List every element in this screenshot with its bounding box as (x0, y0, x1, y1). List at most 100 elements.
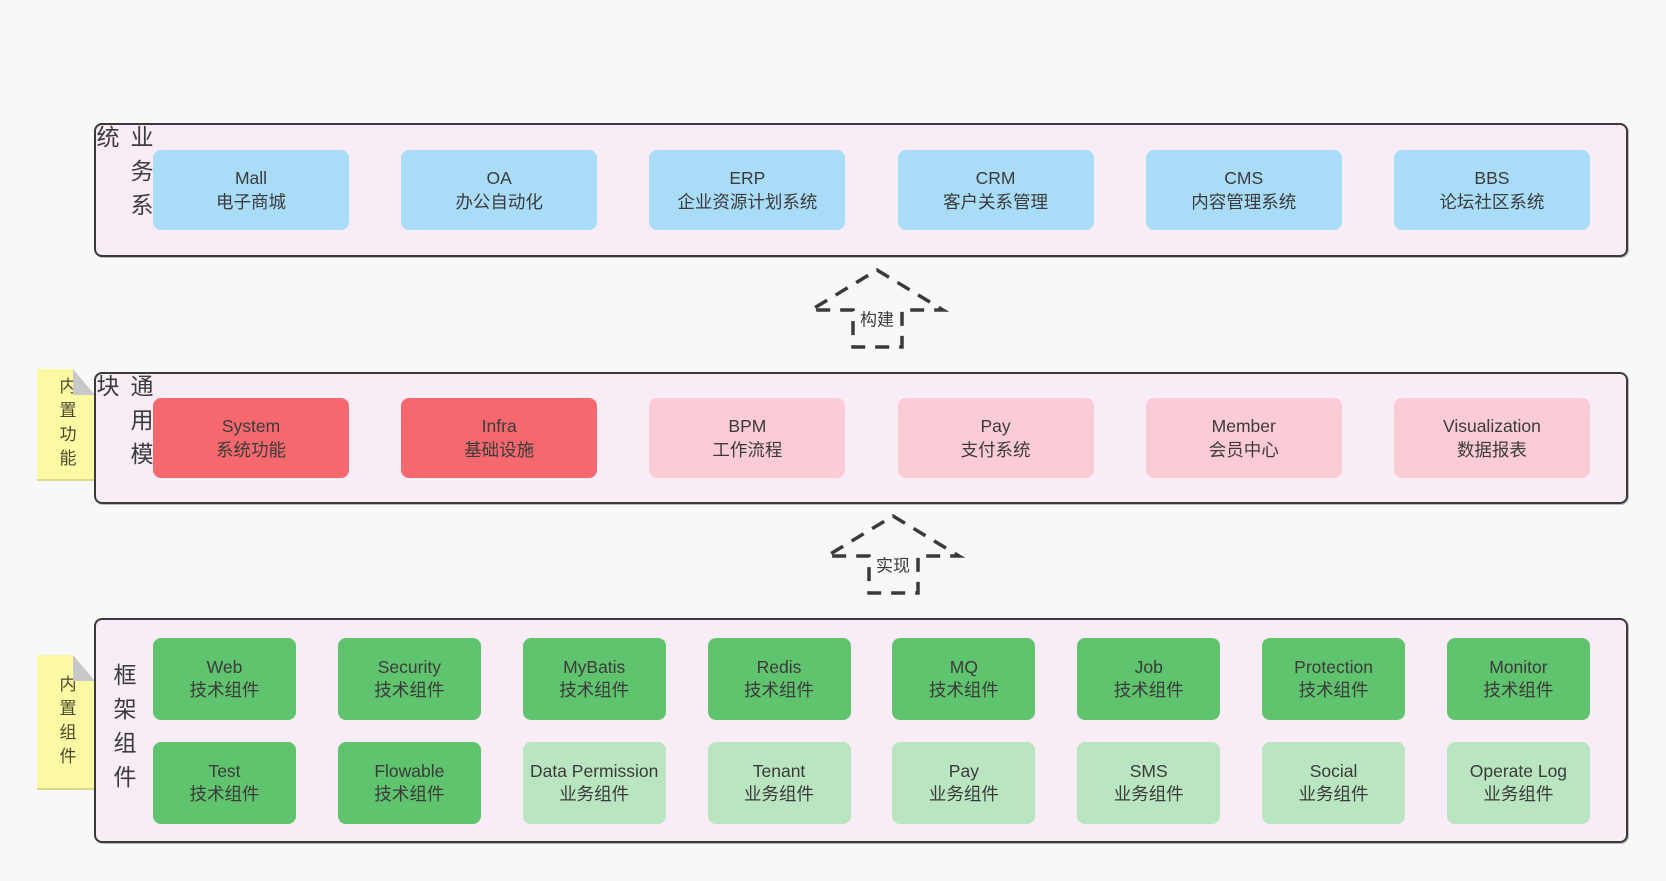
box-desc: 工作流程 (712, 440, 783, 460)
implement-arrow: 实现 (820, 512, 966, 596)
sticky-note-builtin-features: 内置功能 (37, 369, 95, 481)
box-test: Test 技术组件 (153, 741, 296, 824)
box-security: Security 技术组件 (337, 637, 481, 720)
box-desc: 业务组件 (1483, 783, 1554, 804)
box-title: Web (206, 656, 243, 677)
box-pay-system: Pay 支付系统 (897, 398, 1094, 478)
box-desc: 数据报表 (1456, 440, 1527, 460)
component-box-row-1: Web 技术组件 Security 技术组件 MyBatis 技术组件 Redi… (153, 637, 1590, 720)
build-arrow: 构建 (804, 266, 950, 350)
box-data-permission: Data Permission 业务组件 (522, 741, 666, 824)
framework-components-layer: 框架组件 Web 技术组件 Security 技术组件 MyBatis 技术组件… (94, 618, 1628, 843)
box-title: Flowable (374, 760, 445, 781)
box-system: System 系统功能 (153, 398, 349, 478)
box-desc: 企业资源计划系统 (677, 192, 818, 212)
layer-side-label: 通用模块 (93, 374, 153, 476)
box-title: BPM (728, 416, 767, 436)
box-desc: 技术组件 (374, 679, 445, 700)
box-title: MQ (949, 656, 978, 677)
box-tenant: Tenant 业务组件 (707, 741, 851, 824)
box-redis: Redis 技术组件 (707, 637, 851, 720)
box-desc: 技术组件 (559, 679, 630, 700)
box-desc: 技术组件 (1113, 679, 1184, 700)
box-title: Mall (234, 168, 268, 188)
box-title: Operate Log (1469, 760, 1568, 781)
box-title: System (221, 416, 281, 436)
box-title: Visualization (1442, 416, 1541, 436)
box-title: SMS (1129, 760, 1168, 781)
box-job: Job 技术组件 (1077, 637, 1221, 720)
box-infra: Infra 基础设施 (401, 398, 598, 478)
arrow-label: 构建 (855, 304, 899, 332)
box-oa: OA 办公自动化 (401, 150, 598, 230)
business-box-row: Mall 电子商城 OA 办公自动化 ERP 企业资源计划系统 CRM 客户关系… (153, 150, 1590, 230)
box-desc: 业务组件 (1298, 783, 1369, 804)
box-title: CRM (975, 168, 1016, 188)
business-systems-layer: 业务系统 Mall 电子商城 OA 办公自动化 ERP 企业资源计划系统 CRM… (93, 123, 1628, 257)
box-title: Job (1134, 656, 1163, 677)
box-desc: 技术组件 (1483, 679, 1554, 700)
box-mybatis: MyBatis 技术组件 (522, 637, 666, 720)
box-desc: 系统功能 (216, 440, 286, 460)
box-cms: CMS 内容管理系统 (1145, 150, 1342, 230)
box-bbs: BBS 论坛社区系统 (1393, 150, 1590, 230)
box-title: Test (208, 760, 241, 781)
sticky-note-label: 内置功能 (56, 377, 76, 473)
box-desc: 技术组件 (189, 679, 260, 700)
box-crm: CRM 客户关系管理 (897, 150, 1094, 230)
box-title: Monitor (1489, 656, 1548, 677)
common-modules-layer: 通用模块 System 系统功能 Infra 基础设施 BPM 工作流程 Pay… (93, 372, 1628, 504)
box-desc: 内容管理系统 (1191, 192, 1297, 212)
box-monitor: Monitor 技术组件 (1446, 637, 1590, 720)
box-title: Pay (948, 760, 979, 781)
box-title: Social (1309, 760, 1358, 781)
component-box-row-2: Test 技术组件 Flowable 技术组件 Data Permission … (153, 741, 1590, 824)
box-protection: Protection 技术组件 (1262, 637, 1406, 720)
box-title: Infra (481, 416, 517, 436)
box-desc: 业务组件 (559, 783, 630, 804)
box-desc: 支付系统 (960, 440, 1031, 460)
box-title: ERP (729, 168, 766, 188)
box-social: Social 业务组件 (1262, 741, 1406, 824)
box-title: Security (377, 656, 441, 677)
arrow-label: 实现 (871, 550, 915, 578)
folded-corner-icon (73, 655, 95, 681)
sticky-note-builtin-components: 内置组件 (37, 655, 95, 790)
box-sms: SMS 业务组件 (1077, 741, 1221, 824)
box-title: Redis (756, 656, 802, 677)
module-box-row: System 系统功能 Infra 基础设施 BPM 工作流程 Pay 支付系统… (153, 398, 1590, 478)
box-title: Data Permission (529, 760, 659, 781)
box-title: Tenant (752, 760, 806, 781)
box-desc: 技术组件 (928, 679, 999, 700)
box-operate-log: Operate Log 业务组件 (1446, 741, 1590, 824)
box-desc: 基础设施 (464, 440, 535, 460)
box-pay-component: Pay 业务组件 (892, 741, 1036, 824)
box-member: Member 会员中心 (1145, 398, 1342, 478)
box-title: CMS (1224, 168, 1264, 188)
box-bpm: BPM 工作流程 (649, 398, 846, 478)
box-desc: 客户关系管理 (943, 192, 1049, 212)
box-desc: 技术组件 (189, 783, 260, 804)
box-title: Protection (1294, 656, 1373, 677)
box-desc: 会员中心 (1208, 440, 1279, 460)
box-title: BBS (1474, 168, 1510, 188)
box-desc: 论坛社区系统 (1439, 192, 1545, 212)
box-title: Pay (980, 416, 1011, 436)
box-desc: 办公自动化 (455, 192, 543, 212)
box-mall: Mall 电子商城 (153, 150, 349, 230)
box-desc: 技术组件 (374, 783, 445, 804)
box-desc: 技术组件 (744, 679, 815, 700)
box-desc: 技术组件 (1298, 679, 1369, 700)
up-block-arrow-icon (820, 513, 966, 595)
box-desc: 业务组件 (928, 783, 999, 804)
layer-side-label: 框架组件 (110, 662, 136, 799)
box-desc: 电子商城 (216, 192, 286, 212)
box-title: Member (1211, 416, 1276, 436)
box-web: Web 技术组件 (153, 637, 296, 720)
box-desc: 业务组件 (744, 783, 815, 804)
box-title: OA (486, 168, 512, 188)
box-flowable: Flowable 技术组件 (337, 741, 481, 824)
up-block-arrow-icon (804, 267, 950, 349)
box-mq: MQ 技术组件 (892, 637, 1036, 720)
